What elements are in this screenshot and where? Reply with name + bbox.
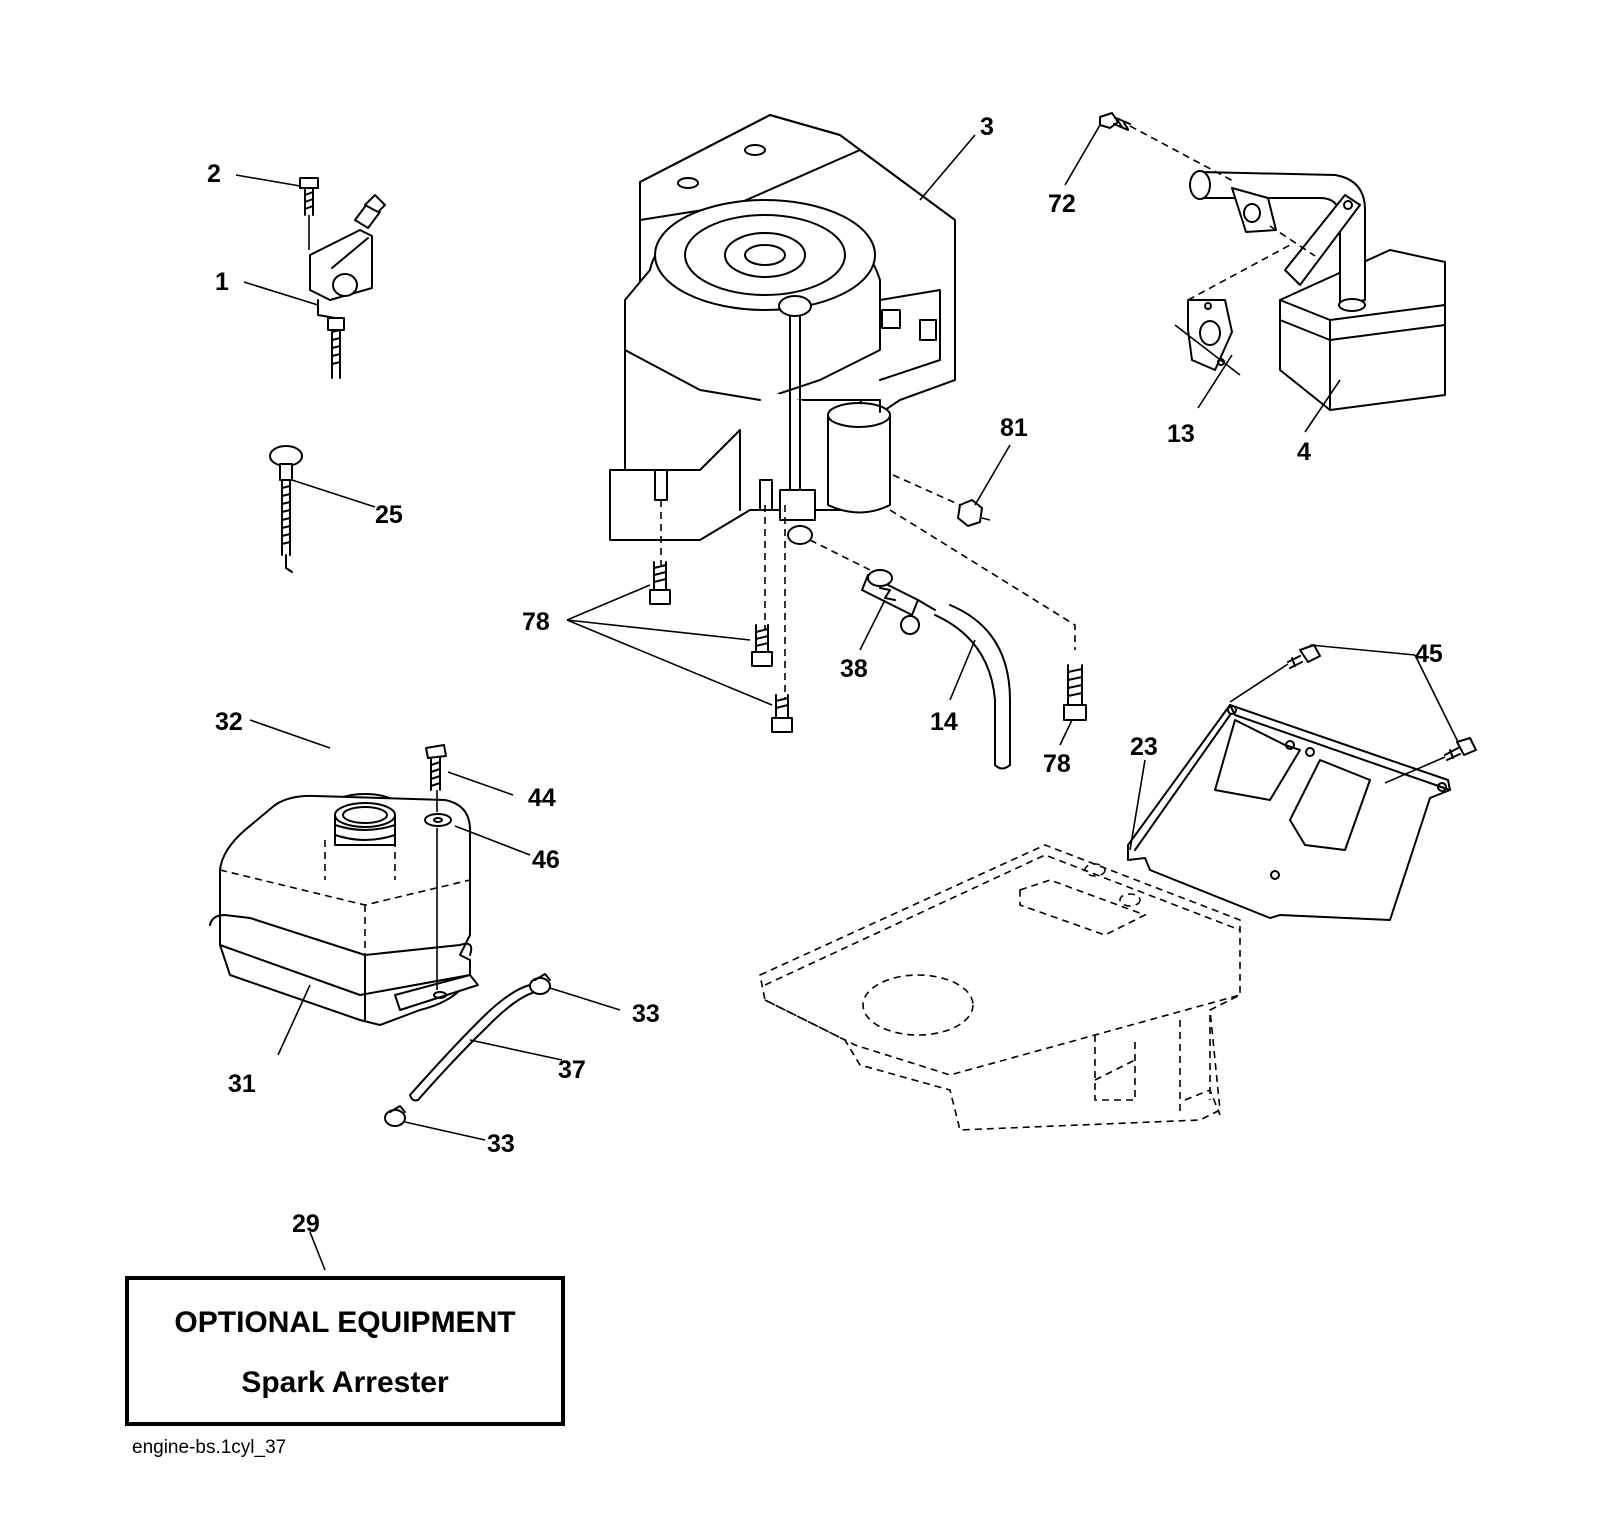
hose-clamp <box>529 973 551 995</box>
callout-37: 37 <box>558 1056 586 1084</box>
washer <box>424 813 452 827</box>
callout-32: 32 <box>215 708 243 736</box>
choke-knob <box>269 445 303 573</box>
mounting-bolt <box>649 561 671 605</box>
optional-equipment-box <box>125 1276 565 1426</box>
muffler-bolt <box>1099 112 1131 131</box>
callout-14: 14 <box>930 708 958 736</box>
callout-78-right: 78 <box>1043 750 1071 778</box>
callout-23: 23 <box>1130 733 1158 761</box>
fuel-tank <box>209 794 479 1026</box>
nut <box>957 499 983 527</box>
callout-4: 4 <box>1297 438 1311 466</box>
callout-33-lower: 33 <box>487 1130 515 1158</box>
callout-3: 3 <box>980 113 994 141</box>
engine <box>609 114 956 545</box>
heat-shield <box>1127 704 1451 921</box>
exhaust-gasket <box>1187 299 1233 371</box>
diagram-reference: engine-bs.1cyl_37 <box>132 1437 286 1458</box>
callout-33-upper: 33 <box>632 1000 660 1028</box>
callout-45: 45 <box>1415 640 1443 668</box>
callout-81: 81 <box>1000 414 1028 442</box>
callout-78-left: 78 <box>522 608 550 636</box>
tank-screw <box>425 744 447 791</box>
mounting-bolt <box>1063 664 1087 721</box>
mounting-bolt <box>771 694 793 733</box>
callout-46: 46 <box>532 846 560 874</box>
frame <box>759 844 1241 1131</box>
callout-44: 44 <box>528 784 556 812</box>
optional-equipment-title: OPTIONAL EQUIPMENT <box>174 1306 515 1339</box>
fuel-filter <box>861 569 936 635</box>
mounting-bolt <box>751 624 773 667</box>
callout-38: 38 <box>840 655 868 683</box>
callout-13: 13 <box>1167 420 1195 448</box>
spark-arrester-label: Spark Arrester <box>241 1366 449 1399</box>
muffler <box>1189 170 1446 411</box>
callout-29: 29 <box>292 1210 320 1238</box>
fuel-hose <box>934 604 1011 766</box>
fuel-line <box>409 984 536 1101</box>
callout-31: 31 <box>228 1070 256 1098</box>
shield-bolt <box>1444 737 1477 761</box>
hose-clamp <box>384 1105 406 1127</box>
screw <box>299 177 319 216</box>
callout-25: 25 <box>375 501 403 529</box>
callout-1: 1 <box>215 268 229 296</box>
callout-2: 2 <box>207 160 221 188</box>
shield-bolt <box>1287 644 1321 669</box>
throttle-control <box>309 194 386 379</box>
callout-72: 72 <box>1048 190 1076 218</box>
